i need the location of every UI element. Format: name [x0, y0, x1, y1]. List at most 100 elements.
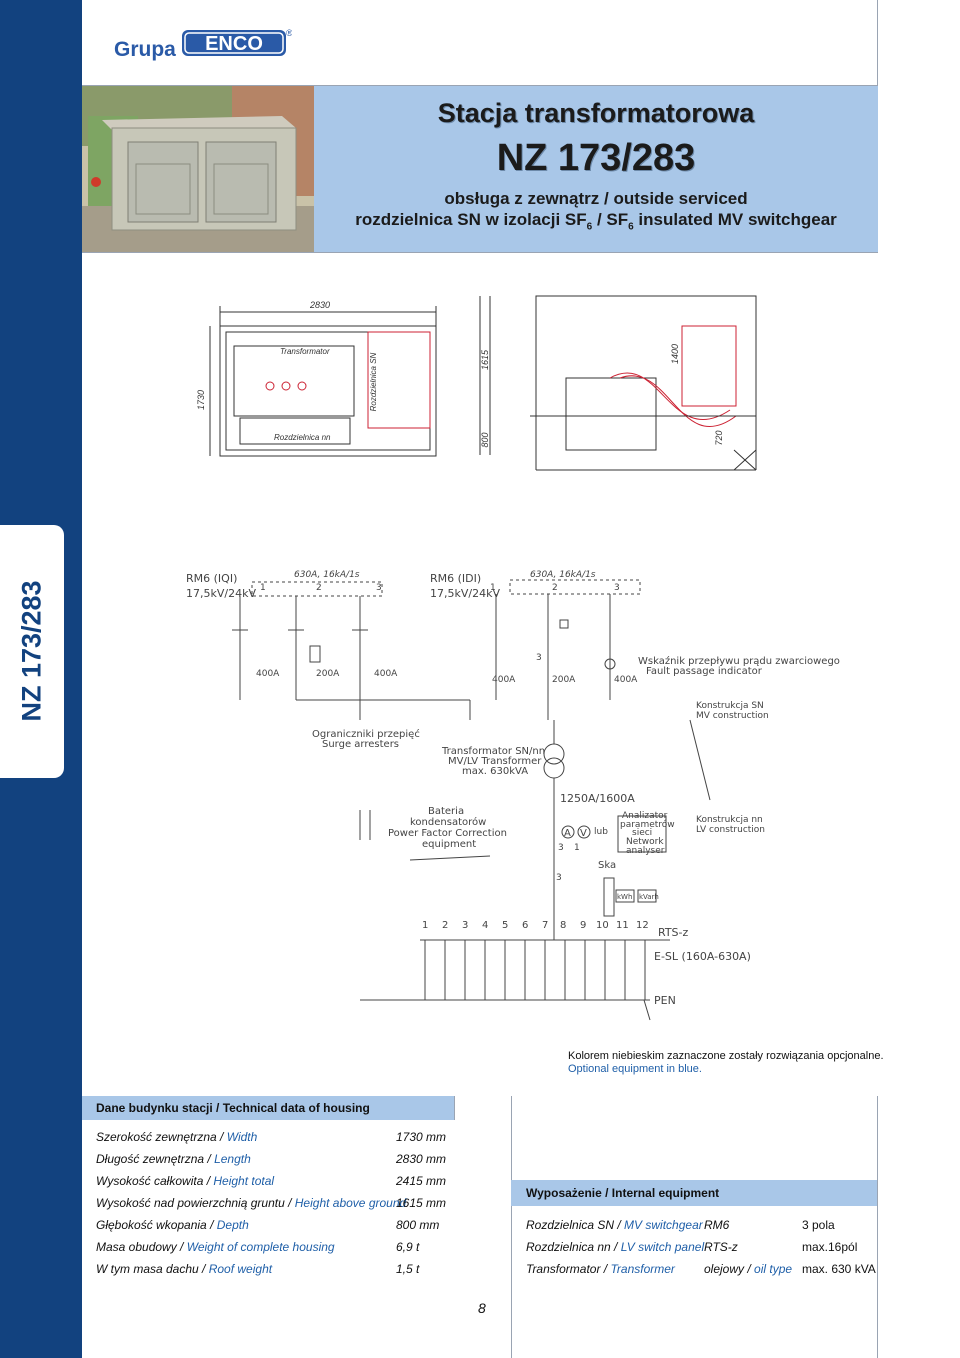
frame-line	[82, 252, 878, 253]
housing-row-label: Długość zewnętrzna / Length	[96, 1152, 251, 1166]
equipment-type-pl: RM6	[704, 1218, 730, 1232]
equipment-row-pl: Transformator /	[526, 1262, 611, 1276]
meter-or-label: lub	[594, 827, 608, 837]
kwh-meter: kWh	[617, 893, 632, 901]
rm6-left-400a-1: 400A	[256, 669, 280, 679]
housing-row-en: Roof weight	[208, 1262, 273, 1276]
equipment-table-header: Wyposażenie / Internal equipment	[526, 1186, 720, 1200]
mv-construction-en: MV construction	[696, 711, 769, 721]
output-10: 10	[596, 920, 609, 931]
fault-indicator-en: Fault passage indicator	[646, 666, 763, 677]
housing-row-en: Length	[214, 1152, 251, 1166]
subtitle-line-2: rozdzielnica SN w izolacji SF6 / SF6 ins…	[314, 209, 878, 237]
housing-row-pl: Wysokość nad powierzchnią gruntu /	[96, 1196, 295, 1210]
equipment-row-spec: max. 630 kVA	[802, 1262, 876, 1276]
housing-row-en: Height above ground	[294, 1196, 407, 1210]
subtitle-2-part-b: / SF	[592, 210, 629, 229]
rm6-right-c3: 3	[536, 653, 542, 663]
frame-line	[82, 85, 878, 86]
frame-line	[877, 1096, 878, 1358]
label-rozdzielnica-sn: Rozdzielnica SN	[369, 352, 378, 411]
housing-row-label: Wysokość całkowita / Height total	[96, 1174, 274, 1188]
transformer-max: max. 630kVA	[462, 766, 528, 777]
housing-row-label: W tym masa dachu / Roof weight	[96, 1262, 272, 1276]
housing-row-pl: Szerokość zewnętrzna /	[96, 1130, 227, 1144]
voltmeter-label: V	[580, 828, 587, 839]
rm6-right-field-3: 3	[614, 583, 620, 593]
subtitle-2-sub-1: 6	[586, 221, 593, 233]
housing-row-value: 6,9 t	[396, 1240, 420, 1254]
housing-row-value: 1615 mm	[396, 1196, 447, 1210]
rm6-left-line-2: 17,5kV/24kV	[186, 587, 256, 600]
equipment-row-en: Transformer	[610, 1262, 675, 1276]
title-box: Stacja transformatorowa NZ 173/283 obsłu…	[314, 86, 878, 252]
housing-row-pl: Głębokość wkopania /	[96, 1218, 217, 1232]
rm6-right-400a-2: 400A	[614, 675, 638, 685]
housing-row-en: Weight of complete housing	[186, 1240, 335, 1254]
kvarh-meter: kVarh	[639, 893, 659, 901]
equipment-row-en: LV switch panel	[620, 1240, 705, 1254]
surge-arresters-pl: Ograniczniki przepięć	[312, 728, 420, 740]
housing-row-label: Szerokość zewnętrzna / Width	[96, 1130, 257, 1144]
logo-enco-text: ENCO	[205, 33, 263, 55]
rm6-right-rating: 630A, 16kA/1s	[530, 570, 596, 580]
housing-row-label: Głębokość wkopania / Depth	[96, 1218, 249, 1232]
housing-row-value: 2830 mm	[396, 1152, 447, 1166]
fault-indicator-pl: Wskaźnik przepływu prądu zwarciowego	[638, 655, 840, 667]
rm6-left-field-2: 2	[316, 583, 322, 593]
rm6-left-400a-2: 400A	[374, 669, 398, 679]
equipment-row-en: MV switchgear	[624, 1218, 703, 1232]
dim-800: 800	[480, 432, 490, 447]
output-4: 4	[482, 920, 488, 931]
optional-note-en: Optional equipment in blue.	[568, 1063, 702, 1075]
housing-row-pl: Długość zewnętrzna /	[96, 1152, 215, 1166]
housing-row-value: 1730 mm	[396, 1130, 447, 1144]
rm6-right-field-2: 2	[552, 583, 558, 593]
logo-grupa-text: Grupa	[114, 38, 176, 61]
page-title: Stacja transformatorowa	[437, 98, 755, 128]
meter-three-label: 3	[558, 843, 564, 853]
capacitor-bank-pl-2: kondensatorów	[410, 816, 486, 828]
equipment-row-type: olejowy / oil type	[704, 1262, 792, 1276]
transformer-en: MV/LV Transformer	[448, 756, 542, 767]
equipment-type-pl: olejowy /	[704, 1262, 755, 1276]
housing-row-pl: W tym masa dachu /	[96, 1262, 209, 1276]
output-2: 2	[442, 920, 448, 931]
rm6-right-200a: 200A	[552, 675, 576, 685]
output-12: 12	[636, 920, 649, 931]
lv-construction-en: LV construction	[696, 825, 765, 835]
capacitor-bank-en-1: Power Factor Correction	[388, 828, 507, 839]
optional-note-pl: Kolorem niebieskim zaznaczone zostały ro…	[568, 1050, 884, 1062]
output-11: 11	[616, 920, 629, 931]
capacitor-bank-pl-1: Bateria	[428, 806, 464, 817]
housing-row-pl: Masa obudowy /	[96, 1240, 187, 1254]
output-3: 3	[462, 920, 468, 931]
pen-label: PEN	[654, 994, 676, 1007]
equipment-row-label: Rozdzielnica SN / MV switchgear	[526, 1218, 703, 1232]
dim-1615: 1615	[480, 349, 490, 370]
equipment-row-spec: max.16pól	[802, 1240, 858, 1254]
ammeter-label: A	[564, 828, 571, 839]
dim-1400: 1400	[670, 344, 680, 364]
rm6-left-rating: 630A, 16kA/1s	[294, 570, 360, 580]
lv-construction-pl: Konstrukcja nn	[696, 815, 763, 825]
enco-logo: ENCO ®	[182, 28, 292, 56]
output-1: 1	[422, 920, 428, 931]
label-rozdzielnica-nn: Rozdzielnica nn	[274, 433, 331, 442]
table-divider	[511, 1096, 512, 1358]
subtitle-2-part-c: insulated MV switchgear	[633, 210, 837, 229]
equipment-table-header-bg	[511, 1180, 877, 1206]
mv-construction-pl: Konstrukcja SN	[696, 701, 764, 711]
rm6-right-field-1: 1	[490, 583, 496, 593]
dim-2830: 2830	[309, 300, 330, 310]
sidebar-tab	[0, 525, 64, 778]
output-7: 7	[542, 920, 548, 931]
rm6-left-200a: 200A	[316, 669, 340, 679]
rm6-left-line-1: RM6 (IQI)	[186, 572, 237, 585]
housing-row-en: Width	[226, 1130, 258, 1144]
housing-row-value: 1,5 t	[396, 1262, 420, 1276]
equipment-row-label: Rozdzielnica nn / LV switch panel	[526, 1240, 704, 1254]
equipment-row-spec: 3 pola	[802, 1218, 835, 1232]
single-line-schematic: RM6 (IQI) 17,5kV/24kV 630A, 16kA/1s 1 2 …	[186, 570, 840, 1021]
dim-720: 720	[714, 430, 724, 445]
